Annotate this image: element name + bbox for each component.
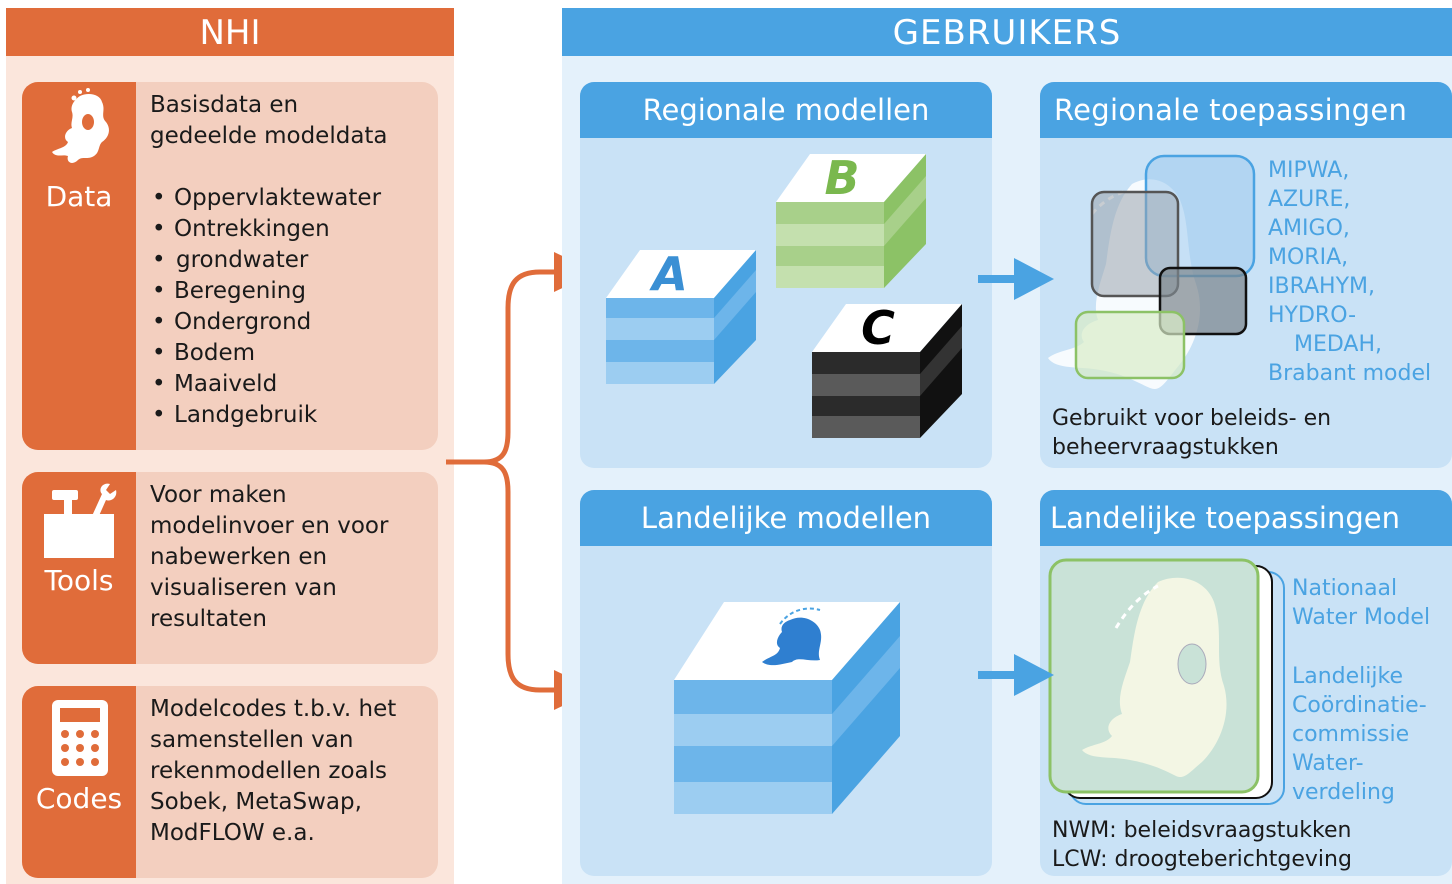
national-model-block (674, 602, 900, 814)
data-list-item: Ontrekkingen (150, 214, 432, 245)
data-description: Basisdata en gedeelde modeldata Oppervla… (150, 90, 432, 431)
codes-card-sidebar: Codes (22, 686, 136, 878)
regional-model-list: MIPWA, AZURE, AMIGO, MORIA, IBRAHYM, HYD… (1268, 156, 1431, 388)
regional-overlap-map (1048, 154, 1256, 389)
regional-model-item: IBRAHYM, (1268, 274, 1375, 299)
block-c-label: C (861, 301, 895, 355)
model-block-a: A (606, 247, 756, 384)
tools-card-sidebar: Tools (22, 472, 136, 664)
block-a-label: A (649, 247, 688, 301)
hammer-wrench-toolbox-icon (44, 483, 117, 558)
data-card-sidebar: Data (22, 82, 136, 450)
right-arrow-icon (978, 654, 1054, 696)
block-b-label: B (824, 151, 859, 205)
regionale-modellen-title: Regionale modellen (580, 82, 992, 138)
data-list-item: Landgebruik (150, 400, 432, 431)
landelijke-modellen-title: Landelijke modellen (580, 490, 992, 546)
landelijke-toepassingen-title: Landelijke toepassingen (1040, 490, 1452, 546)
national-application-map (1048, 558, 1285, 805)
nhi-header: NHI (6, 8, 454, 56)
regional-model-item: AMIGO, (1268, 216, 1350, 241)
regional-model-item: MIPWA, (1268, 158, 1350, 183)
data-list-item: Oppervlaktewater (150, 183, 432, 214)
gebruikers-header: GEBRUIKERS (562, 8, 1452, 56)
regional-model-item: AZURE, (1268, 187, 1351, 212)
regional-model-item: MEDAH, (1294, 332, 1383, 357)
data-list-item: Ondergrond (150, 307, 432, 338)
gebruikers-panel: GEBRUIKERS Regionale modellen A B (562, 8, 1452, 884)
netherlands-map-icon (52, 88, 109, 163)
data-heading: Basisdata en gedeelde modeldata (150, 92, 388, 149)
nhi-panel: NHI Data Basisdata en gedeelde modeldata… (6, 8, 454, 884)
tools-label: Tools (44, 564, 114, 597)
data-list: Oppervlaktewater Ontrekkingen grondwater… (150, 183, 432, 431)
right-arrow-icon (978, 258, 1054, 300)
national-model-name-nwm: Nationaal Water Model (1292, 576, 1431, 630)
netherlands-map-icon (762, 617, 822, 666)
national-caption-nwm: NWM: beleidsvraagstukken (1052, 818, 1352, 843)
calculator-icon (52, 700, 108, 776)
codes-text: Modelcodes t.b.v. het samenstellen van r… (150, 696, 397, 846)
model-block-c: C (812, 301, 962, 438)
codes-description: Modelcodes t.b.v. het samenstellen van r… (150, 694, 432, 849)
regional-model-item: MORIA, (1268, 245, 1349, 270)
regionale-toepassingen-box: Regionale toepassingen MIPWA, AZURE, AMI… (1040, 82, 1452, 468)
tools-description: Voor maken modelinvoer en voor nabewerke… (150, 480, 432, 635)
codes-label: Codes (35, 782, 123, 815)
model-block-b: B (776, 151, 926, 288)
data-list-item: Beregening (150, 276, 432, 307)
landelijke-toepassingen-box: Landelijke toepassingen Nationaal Water … (1040, 490, 1452, 876)
regional-model-item: HYDRO- (1268, 303, 1357, 328)
tools-card: Tools Voor maken modelinvoer en voor nab… (22, 472, 438, 664)
regionale-toepassingen-title: Regionale toepassingen (1040, 82, 1452, 138)
data-list-item-continuation: grondwater (150, 245, 432, 276)
data-list-item: Maaiveld (150, 369, 432, 400)
regional-caption: Gebruikt voor beleids- en beheervraagstu… (1052, 406, 1332, 460)
codes-card: Codes Modelcodes t.b.v. het samenstellen… (22, 686, 438, 878)
tools-text: Voor maken modelinvoer en voor nabewerke… (150, 482, 389, 632)
data-label: Data (45, 180, 113, 213)
national-model-name-lcw: Landelijke Coördinatie- commissie Water-… (1292, 664, 1427, 805)
data-list-item: Bodem (150, 338, 432, 369)
regional-model-item: Brabant model (1268, 361, 1432, 386)
data-card: Data Basisdata en gedeelde modeldata Opp… (22, 82, 438, 450)
regionale-modellen-box: Regionale modellen A B (580, 82, 992, 468)
national-caption-lcw: LCW: droogteberichtgeving (1052, 847, 1352, 872)
landelijke-modellen-box: Landelijke modellen (580, 490, 992, 876)
